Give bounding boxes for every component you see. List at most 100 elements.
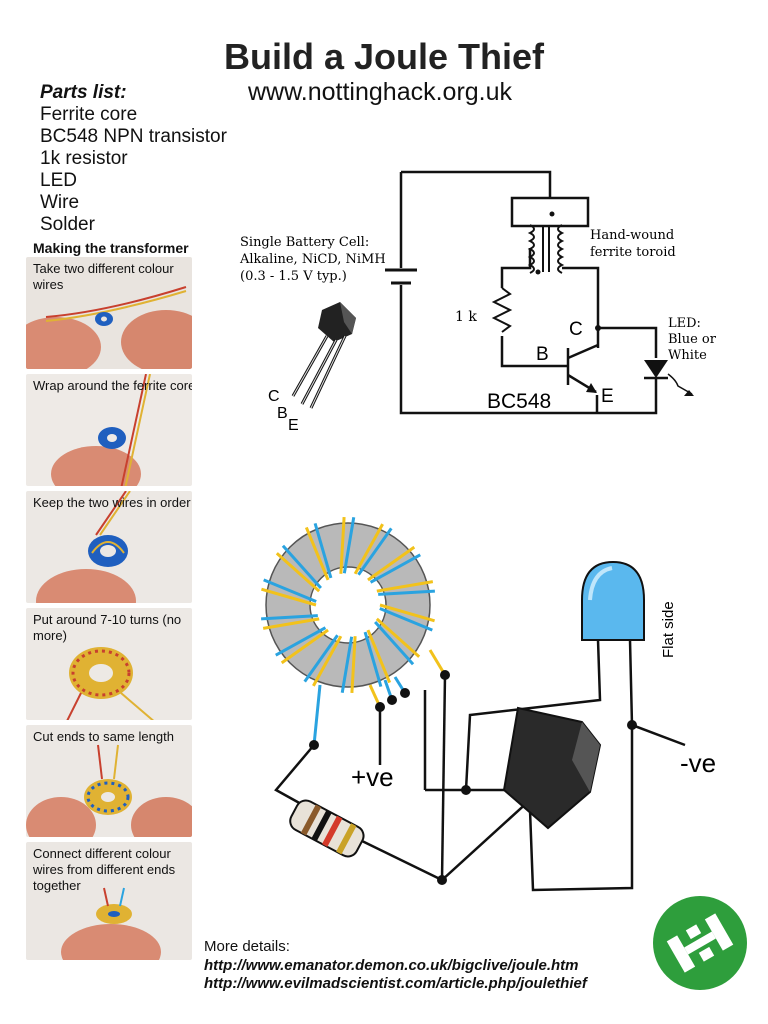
step-photo-4: Put around 7-10 turns (no more) — [26, 608, 192, 720]
toroid-label: Hand-wound — [590, 228, 674, 243]
step-photo-3: Keep the two wires in order — [26, 491, 192, 603]
winding-turn — [350, 636, 357, 693]
winding-turn — [275, 626, 327, 657]
coil-dot — [549, 211, 555, 217]
winding-turn — [379, 603, 435, 623]
pin-e-label: E — [288, 417, 299, 434]
transistor-component — [502, 706, 602, 830]
blue-lead-wire — [312, 684, 322, 746]
cut-ends-photo — [26, 725, 192, 837]
step-caption: Cut ends to same length — [33, 729, 174, 744]
step-photo-6: Connect different colour wires from diff… — [26, 842, 192, 960]
winding-turn — [313, 522, 333, 579]
winding-turn — [281, 544, 322, 590]
nottinghack-logo — [653, 896, 747, 990]
part-item: Wire — [40, 192, 80, 213]
step-caption: Put around 7-10 turns (no more) — [33, 612, 182, 643]
winding-turn — [262, 617, 320, 630]
winding-turn — [378, 589, 435, 596]
winding-turn — [304, 526, 330, 581]
pin-b-label: B — [277, 405, 288, 422]
step-caption: Keep the two wires in order — [33, 495, 191, 510]
battery-label: (0.3 - 1.5 V typ.) — [240, 269, 347, 284]
led-label: LED: — [668, 316, 701, 331]
part-item: Ferrite core — [40, 104, 138, 125]
flat-side-label: Flat side — [660, 601, 677, 658]
winding-turn — [363, 631, 383, 688]
junction-dot — [595, 325, 601, 331]
winding-turn — [366, 629, 392, 684]
more-details-heading: More details: — [204, 938, 290, 955]
link-bigclive[interactable]: http://www.emanator.demon.co.uk/bigclive… — [204, 957, 579, 974]
toroid-windings — [261, 516, 435, 694]
transistor-package — [291, 302, 356, 409]
winding-turn — [375, 617, 421, 658]
wrap-core-photo — [26, 374, 192, 486]
transformer-coils — [527, 224, 565, 274]
winding-turn — [367, 545, 416, 582]
step-photo-2: Wrap around the ferrite core — [26, 374, 192, 486]
resistor-component — [289, 799, 365, 858]
winding-turn — [374, 620, 415, 666]
winding-turn — [303, 634, 339, 683]
winding-turn — [376, 580, 434, 593]
base-label: B — [536, 344, 549, 365]
winding-turn — [263, 578, 317, 603]
led-arrow-head — [684, 390, 694, 396]
winding-turn — [353, 523, 384, 575]
winding-turn — [261, 587, 317, 607]
battery-label: Alkaline, NiCD, NiMH — [239, 252, 386, 267]
winding-turn — [379, 607, 433, 632]
led-label: White — [668, 348, 707, 363]
winding-turn — [340, 636, 354, 694]
led-symbol — [644, 360, 668, 378]
winding-turn — [312, 635, 343, 687]
emitter-arrow — [586, 383, 597, 393]
page-title: Build a Joule Thief — [223, 36, 545, 77]
parts-list: Ferrite core BC548 NPN transistor 1k res… — [40, 104, 227, 236]
hands-wires-photo — [26, 257, 192, 369]
part-item: LED — [40, 170, 77, 191]
part-item: 1k resistor — [40, 148, 128, 169]
step-caption: Connect different colour wires from diff… — [33, 846, 176, 893]
step-caption: Wrap around the ferrite core — [33, 378, 192, 393]
part-item: Solder — [40, 214, 95, 235]
step-photo-5: Cut ends to same length — [26, 725, 192, 837]
parts-list-heading: Parts list: — [40, 82, 127, 103]
pin-c-label: C — [268, 388, 280, 405]
step-caption: Take two different colour wires — [33, 261, 174, 292]
part-item: BC548 NPN transistor — [40, 126, 227, 147]
winding-turn — [357, 527, 393, 576]
resistor-label: 1 k — [455, 309, 477, 325]
website-url[interactable]: www.nottinghack.org.uk — [248, 78, 513, 106]
toroid-label: ferrite toroid — [590, 245, 676, 260]
led-component — [581, 560, 645, 641]
transistor-symbol — [566, 343, 599, 394]
battery-symbol — [385, 268, 417, 285]
wiring-junctions — [309, 670, 637, 885]
collector-label: C — [569, 319, 583, 340]
negative-label: -ve — [680, 748, 716, 778]
led-label: Blue or — [668, 332, 717, 347]
schematic-wires — [399, 170, 658, 415]
winding-turn — [275, 552, 321, 593]
turns-photo — [26, 608, 192, 720]
battery-label: Single Battery Cell: — [240, 235, 369, 250]
transformer-heading: Making the transformer — [33, 240, 189, 256]
step-photo-1: Take two different colour wires — [26, 257, 192, 369]
transistor-name: BC548 — [487, 390, 551, 413]
positive-label: +ve — [351, 762, 394, 792]
coil-dot — [535, 269, 541, 275]
winding-turn — [339, 517, 346, 574]
winding-turn — [261, 614, 318, 621]
winding-turn — [369, 553, 421, 584]
winding-turn — [280, 628, 329, 665]
resistor-symbol — [491, 287, 513, 333]
emitter-label: E — [601, 386, 614, 407]
led-light-arrow — [667, 373, 693, 395]
link-evilmadscientist[interactable]: http://www.evilmadscientist.com/article.… — [204, 975, 587, 992]
wires-order-photo — [26, 491, 192, 603]
winding-turn — [342, 516, 356, 574]
connect-ends-photo — [26, 842, 192, 960]
